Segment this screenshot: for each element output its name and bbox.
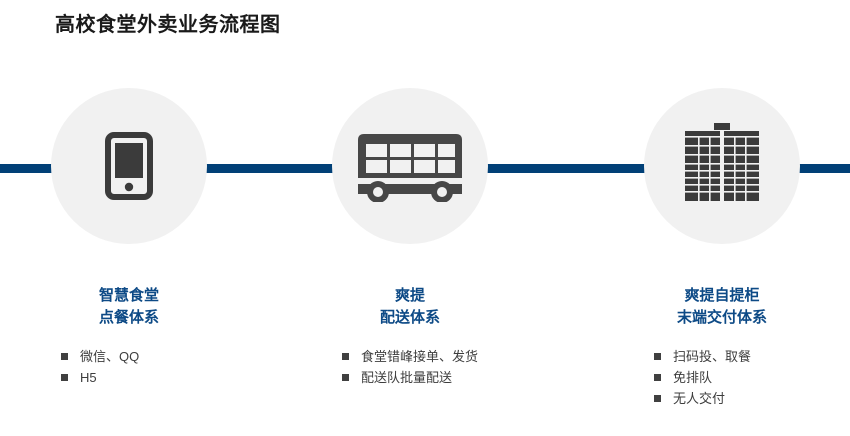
smartphone-icon — [105, 132, 153, 200]
bus-icon — [352, 130, 468, 202]
stage-1-heading-line2: 点餐体系 — [98, 308, 159, 326]
stage-3-heading-line1: 爽提自提柜 — [684, 287, 760, 304]
stage-2-heading-line1: 爽提 — [394, 287, 425, 304]
stage-1-heading: 智慧食堂 点餐体系 — [0, 285, 269, 329]
stage-3-heading: 爽提自提柜 末端交付体系 — [582, 285, 850, 329]
stage-2-heading: 爽提 配送体系 — [270, 285, 550, 329]
list-item: 扫码投、取餐 — [642, 346, 850, 367]
stage-3-icon-circle — [644, 88, 800, 244]
stage-2-bullet-list: 食堂错峰接单、发货 配送队批量配送 — [330, 346, 550, 388]
stage-1-icon-circle — [51, 88, 207, 244]
list-item: 无人交付 — [642, 388, 850, 409]
stage-2-heading-line2: 配送体系 — [379, 308, 440, 326]
list-item: 免排队 — [642, 367, 850, 388]
page-title: 高校食堂外卖业务流程图 — [55, 14, 281, 36]
list-item: 微信、QQ — [49, 346, 269, 367]
locker-cabinet-icon — [681, 123, 763, 209]
list-item: H5 — [49, 367, 269, 388]
stage-3-bullet-list: 扫码投、取餐 免排队 无人交付 — [642, 346, 850, 409]
stage-2-icon-circle — [332, 88, 488, 244]
stage-1-bullet-list: 微信、QQ H5 — [49, 346, 269, 388]
flow-stage-1: 智慧食堂 点餐体系 微信、QQ H5 — [0, 88, 269, 388]
stage-1-heading-line1: 智慧食堂 — [98, 287, 159, 304]
flow-stage-3: 爽提自提柜 末端交付体系 扫码投、取餐 免排队 无人交付 — [582, 88, 850, 409]
stage-3-heading-line2: 末端交付体系 — [676, 308, 767, 326]
list-item: 配送队批量配送 — [330, 367, 550, 388]
flow-stage-2: 爽提 配送体系 食堂错峰接单、发货 配送队批量配送 — [270, 88, 550, 388]
list-item: 食堂错峰接单、发货 — [330, 346, 550, 367]
